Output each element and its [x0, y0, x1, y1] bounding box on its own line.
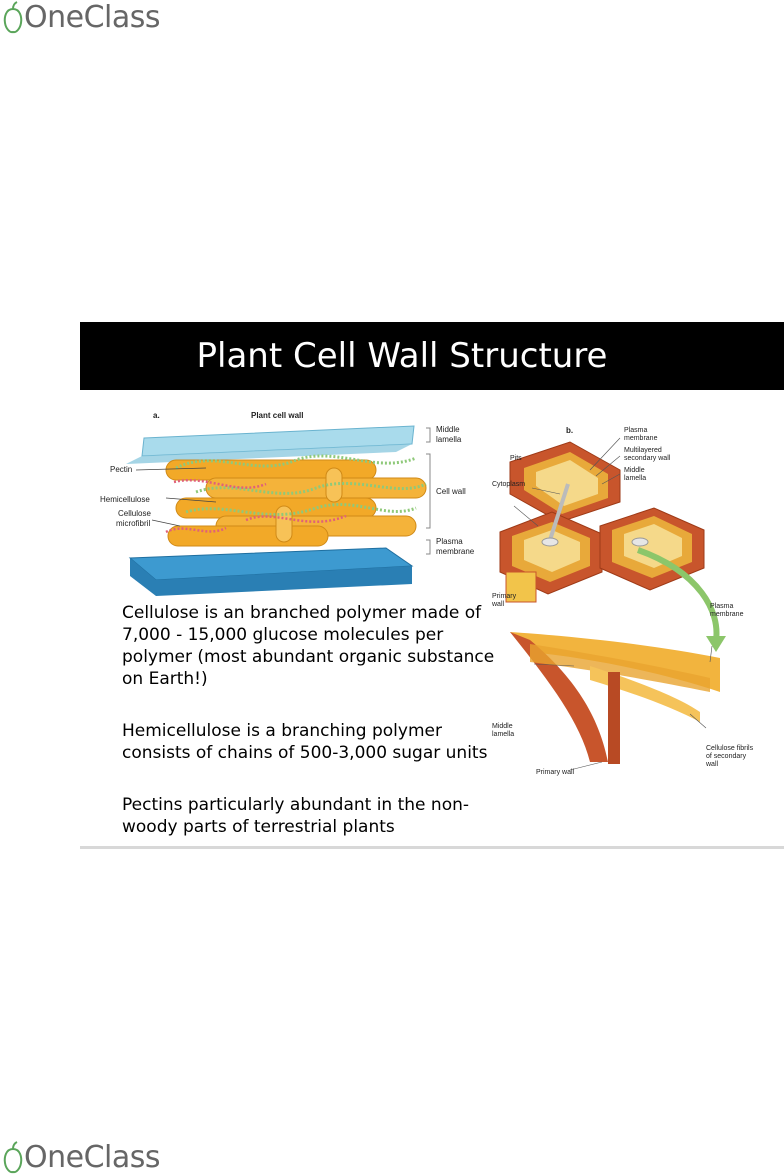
- b-cytoplasm-label: Cytoplasm: [492, 481, 525, 488]
- cellulose-label: Cellulose: [118, 509, 151, 518]
- b-leaders: [513, 437, 713, 771]
- b-lamella-label: lamella: [624, 475, 646, 482]
- b-lamella-2-label: lamella: [492, 731, 514, 738]
- oneclass-logo-footer: OneClass: [2, 1140, 161, 1176]
- microfibril-label: microfibril: [116, 519, 150, 528]
- pectin-chains: [175, 454, 427, 517]
- cellulose-microfibrils: [165, 459, 427, 547]
- apple-icon: [3, 1141, 23, 1174]
- panel-a-label: a.: [153, 411, 160, 420]
- slide: Plant Cell Wall Structure: [80, 322, 784, 856]
- panel-b-label: b.: [566, 426, 573, 435]
- b-fibrils-label-3: wall: [705, 761, 719, 768]
- b-plasma-2-label: Plasma: [710, 603, 733, 610]
- slide-divider: [80, 846, 784, 849]
- plasma-membrane-side: [130, 558, 156, 596]
- pectins-paragraph: Pectins particularly abundant in the non…: [122, 795, 469, 837]
- b-fibrils-label-1: Cellulose fibrils: [706, 745, 754, 752]
- plasmodesma: [548, 483, 570, 541]
- b-plasma-label: Plasma: [624, 427, 647, 434]
- figure-a-illustration: a. Plant cell wall Pectin Hemicellulose …: [100, 411, 475, 596]
- cell-cutaway: [505, 571, 537, 603]
- logo-text: OneClass: [24, 0, 161, 35]
- figure-b-cell-structure: b. Plasma membrane Multilayered secondar…: [490, 422, 784, 782]
- slide-title: Plant Cell Wall Structure: [196, 336, 608, 376]
- b-pits-label: Pits: [510, 455, 522, 462]
- layered-wall: [510, 632, 720, 764]
- b-primary-label: Primary: [492, 593, 517, 600]
- b-middle-label: Middle: [624, 467, 645, 474]
- cells-top: [499, 441, 705, 603]
- middle-lamella-edge: [126, 444, 412, 464]
- plant-cell-wall-label: Plant cell wall: [251, 411, 303, 420]
- b-primary-wall-label: Primary wall: [536, 769, 575, 776]
- figure-b-illustration: b. Plasma membrane Multilayered secondar…: [491, 426, 754, 776]
- b-fibrils-label-2: of secondary: [706, 753, 747, 760]
- middle-label: Middle: [436, 425, 460, 434]
- b-middle-2-label: Middle: [492, 723, 513, 730]
- label-leaders: [135, 467, 217, 527]
- hemicellulose-label: Hemicellulose: [100, 495, 150, 504]
- plasma-label: Plasma: [436, 537, 463, 546]
- figure-a-plant-cell-wall: a. Plant cell wall Pectin Hemicellulose …: [96, 408, 476, 596]
- apple-icon: [3, 1, 23, 34]
- membrane-label: membrane: [436, 547, 475, 556]
- b-secondary-wall-label: secondary wall: [624, 455, 671, 462]
- cellulose-paragraph: Cellulose is an branched polymer made of…: [122, 603, 495, 689]
- slide-title-bar: Plant Cell Wall Structure: [80, 322, 784, 390]
- logo-text-footer: OneClass: [24, 1140, 161, 1175]
- lamella-label: lamella: [436, 435, 462, 444]
- b-multilayered-label: Multilayered: [624, 447, 662, 454]
- pectin-label: Pectin: [110, 465, 132, 474]
- b-membrane-2-label: membrane: [710, 611, 744, 618]
- cell-wall-label: Cell wall: [436, 487, 466, 496]
- b-wall-label: wall: [491, 601, 505, 608]
- b-membrane-label: membrane: [624, 435, 658, 442]
- hemicellulose-paragraph: Hemicellulose is a branching polymer con…: [122, 721, 488, 763]
- oneclass-logo: OneClass: [2, 0, 161, 36]
- zoom-arrow: [636, 547, 720, 641]
- plasma-membrane-front: [156, 566, 412, 596]
- label-brackets: [426, 427, 431, 555]
- hemicellulose-chains: [165, 478, 347, 534]
